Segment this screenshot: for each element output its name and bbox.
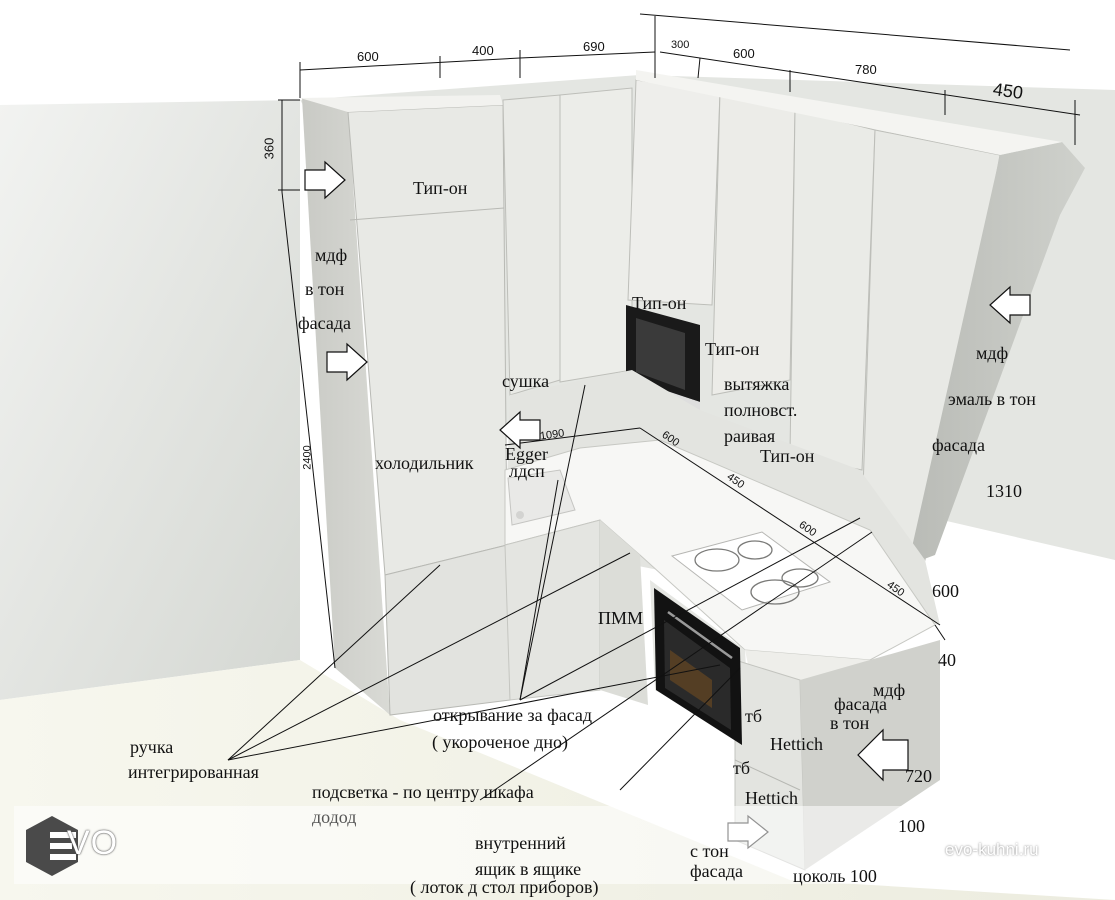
annotation-tipon: Тип-он [413, 178, 468, 198]
annotation-lighting: подсветка - по центру шкафа [312, 782, 534, 802]
microwave-window [636, 318, 685, 390]
annotation-dimension: 100 [898, 816, 925, 836]
left-wall [0, 100, 300, 700]
dimension-lines [278, 13, 1081, 669]
annotation-drawer: тб [733, 758, 751, 778]
annotation-tipon: Тип-он [760, 446, 815, 466]
tall-column-side-panel [302, 98, 390, 715]
tall-column-top [300, 95, 503, 112]
annotation-facade: фасада [690, 861, 743, 881]
annotation-tone: с тон [690, 841, 729, 861]
dishwasher-facade [600, 520, 648, 705]
annotation-inner-drawer: внутренний [475, 833, 566, 853]
dimension-label: 780 [855, 62, 877, 77]
annotation-dimension: 720 [905, 766, 932, 786]
annotation-opening: ( укороченое дно) [432, 732, 569, 752]
annotation-tipon: Тип-он [632, 293, 687, 313]
annotation-mdf: фасада [298, 313, 351, 333]
annotation-inner-drawer: ящик в ящике [475, 859, 582, 879]
annotation-plinth: цоколь 100 [793, 866, 877, 886]
annotation-hood: раивая [724, 426, 776, 446]
annotation-facade: фасада [932, 435, 985, 455]
upper-cabinet-3 [789, 109, 876, 471]
annotation-dimension: 40 [938, 650, 956, 670]
annotation-opening: открывание за фасад [433, 705, 593, 725]
dimension-label: 360 [261, 137, 277, 160]
dimension-label: 600 [733, 46, 755, 61]
arrow-right-icon [326, 342, 368, 382]
arrow-left-icon [499, 410, 541, 450]
annotation-lighting: додод [312, 807, 357, 827]
footer-overlay [14, 806, 1099, 884]
website-url[interactable]: evo-kuhni.ru [945, 840, 1039, 859]
annotation-egger: Egger [505, 444, 548, 464]
annotation-fridge: холодильник [375, 453, 474, 473]
annotation-drying: сушка [502, 371, 550, 391]
arrow-right-icon [304, 160, 346, 200]
hob [670, 531, 832, 611]
dimension-label: 2400 [301, 445, 314, 470]
annotation-dimension: 600 [932, 581, 959, 601]
upper-cabinet-left [502, 94, 561, 396]
brand-wordmark: VO [67, 824, 119, 862]
dimension-label: 690 [583, 39, 605, 54]
upper-cabinet-corner [627, 79, 721, 306]
annotation-enamel: эмаль в тон [948, 389, 1036, 409]
dimension-label: 400 [472, 43, 494, 58]
annotation-dimension: 1310 [986, 481, 1022, 501]
annotation-dishwasher: ПММ [598, 608, 644, 628]
dimension-label: 600 [357, 49, 379, 64]
leader-lines [227, 384, 873, 801]
annotation-mdf: мдф [873, 680, 906, 700]
lower-fridge-facade [384, 544, 511, 716]
annotation-hettich: Hettich [745, 788, 798, 808]
annotation-handle: ручка [130, 737, 174, 757]
evo-logo [26, 816, 78, 876]
upper-right-end-panel [908, 142, 1085, 565]
annotation-drawer: тб [745, 706, 763, 726]
annotation-inner-drawer: ( лоток д стол приборов) [410, 877, 599, 897]
ceiling [0, 0, 1115, 70]
upper-cabinet-drying [559, 87, 633, 383]
annotation-facade: фасада [834, 694, 887, 714]
dimension-label: 300 [671, 39, 690, 51]
annotation-handle: интегрированная [128, 762, 259, 782]
sink [507, 469, 576, 526]
annotation-tone: в тон [830, 713, 870, 733]
arrow-left-icon [857, 728, 909, 782]
annotation-mdf: в тон [305, 279, 345, 299]
upper-cabinets-top [636, 70, 1062, 155]
annotation-ldsp: лдсп [509, 461, 545, 481]
dimension-label: 450 [991, 79, 1025, 103]
annotation-hood: полновст. [724, 400, 798, 420]
annotation-mdf: мдф [315, 245, 348, 265]
annotation-hettich: Hettich [770, 734, 823, 754]
arrow-left-icon [989, 285, 1031, 325]
annotation-hood: вытяжка [724, 374, 790, 394]
annotation-tipon: Тип-он [705, 339, 760, 359]
annotation-mdf: мдф [976, 343, 1009, 363]
